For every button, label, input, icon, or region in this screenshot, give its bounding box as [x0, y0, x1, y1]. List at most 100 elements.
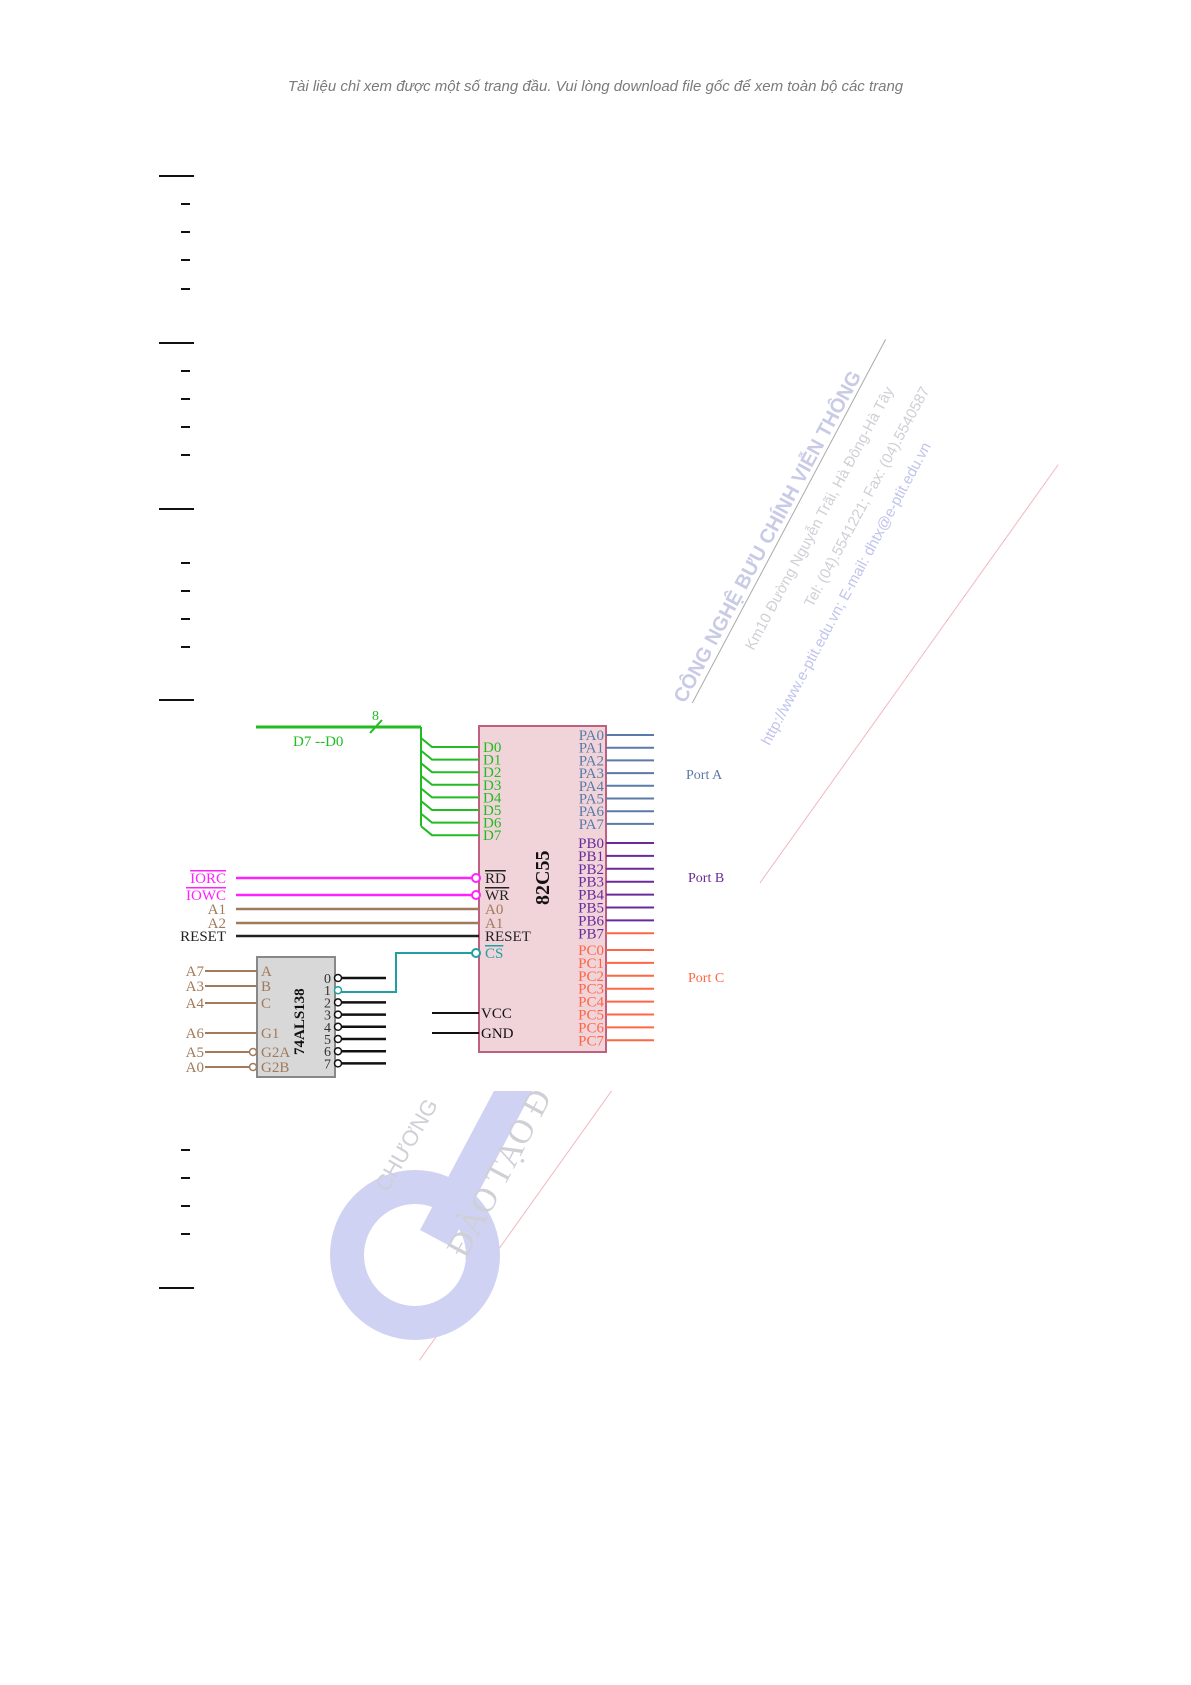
control-pin-label: A0 — [485, 902, 503, 918]
port-c-pin-label: PC2 — [578, 969, 604, 985]
port-a-pin-label: PA7 — [579, 817, 605, 833]
output-bubble — [333, 973, 343, 983]
port-b-pin-label: PB6 — [578, 913, 604, 929]
output-bubble — [333, 998, 343, 1007]
control-signal-label: A2 — [208, 916, 226, 932]
port-b-pin-label: PB3 — [578, 875, 604, 891]
chip-82c55-body — [478, 725, 607, 1053]
decoder-input-pin: G1 — [261, 1026, 279, 1042]
output-bubble — [333, 1010, 343, 1019]
port-b-pin-label: PB1 — [578, 849, 604, 865]
control-signal-label: A1 — [208, 902, 226, 918]
port-c-pin-label: PC1 — [578, 956, 604, 972]
output-bubble — [333, 1059, 343, 1068]
port-c-pin-label: PC6 — [578, 1020, 604, 1036]
inverter-bubble — [471, 873, 481, 883]
data-line — [420, 775, 479, 786]
decoder-output-label: 6 — [324, 1045, 331, 1060]
decoder-input-pin: C — [261, 996, 271, 1012]
list-dash — [181, 426, 190, 428]
control-pin-label: A1 — [485, 916, 503, 932]
section-dash — [159, 342, 194, 344]
data-line — [420, 749, 479, 761]
decoder-input-signal: A0 — [186, 1060, 204, 1076]
inverter-bubble — [248, 1047, 258, 1057]
cs-inverter-bubble — [471, 948, 481, 958]
data-pin-label: D1 — [483, 753, 501, 769]
gnd-pin-label: GND — [481, 1026, 514, 1042]
bus-label: D7 --D0 — [293, 734, 343, 750]
list-dash — [181, 590, 190, 592]
section-dash — [159, 1287, 194, 1289]
inverter-bubble — [248, 1062, 258, 1072]
list-dash — [181, 398, 190, 400]
chip-name: 82C55 — [532, 851, 554, 905]
data-line — [420, 812, 479, 824]
decoder-input-pin: G2A — [261, 1045, 290, 1061]
list-dash — [181, 618, 190, 620]
port-b-pin-label: PB2 — [578, 862, 604, 878]
port-c-pin-label: PC4 — [578, 995, 604, 1011]
control-signal-label: IOWC — [186, 888, 226, 904]
data-line — [420, 825, 479, 837]
port-c-pin-label: PC7 — [578, 1033, 604, 1049]
output-bubble — [333, 1034, 343, 1044]
vcc-pin-label: VCC — [481, 1006, 512, 1022]
list-dash — [181, 370, 190, 372]
control-pin-label: WR — [485, 888, 509, 904]
decoder-name: 74ALS138 — [292, 988, 308, 1055]
list-dash — [181, 288, 190, 290]
port-a-pin-label: PA0 — [579, 728, 604, 744]
control-pin-label: RD — [485, 871, 506, 887]
circuit-diagram: D7 --D0 8 82C55 Port A Port B Port C CS … — [160, 703, 760, 1091]
decoder-output-label: 5 — [324, 1033, 331, 1048]
decoder-output-label: 1 — [324, 984, 331, 999]
port-b-label: Port B — [688, 871, 724, 886]
decoder-input-pin: B — [261, 979, 271, 995]
inverter-bubble — [471, 890, 481, 900]
port-b-pin-label: PB7 — [578, 926, 604, 942]
port-b-pin-label: PB4 — [578, 888, 604, 904]
list-dash — [181, 259, 190, 261]
bus-width-slash — [369, 719, 383, 734]
data-pin-label: D3 — [483, 778, 501, 794]
section-dash — [159, 508, 194, 510]
port-b-pin-label: PB0 — [578, 836, 604, 852]
chip-select-line — [341, 952, 473, 993]
decoder-input-signal: A6 — [186, 1026, 205, 1042]
control-pin-label: RESET — [485, 929, 531, 945]
list-dash — [181, 1177, 190, 1179]
decoder-output-label: 0 — [324, 972, 331, 987]
data-line — [420, 800, 479, 811]
bus-width-label: 8 — [372, 709, 379, 724]
decoder-input-signal: A7 — [186, 964, 205, 980]
data-pin-label: D2 — [483, 765, 501, 781]
decoder-74als138-body — [256, 956, 336, 1078]
port-c-pin-label: PC5 — [578, 1008, 604, 1024]
data-line — [420, 787, 479, 799]
port-a-pin-label: PA4 — [579, 779, 605, 795]
circuit-svg: D7 --D0 8 82C55 Port A Port B Port C CS … — [180, 709, 724, 1078]
decoder-output-label: 3 — [324, 1009, 331, 1024]
list-dash — [181, 646, 190, 648]
output-bubble — [333, 985, 343, 995]
list-dash — [181, 454, 190, 456]
port-a-label: Port A — [686, 768, 723, 783]
list-dash — [181, 1149, 190, 1151]
port-c-label: Port C — [688, 971, 724, 986]
port-c-pin-label: PC0 — [578, 943, 604, 959]
output-bubble — [333, 1046, 343, 1056]
data-pin-label: D4 — [483, 790, 502, 806]
data-pin-label: D5 — [483, 803, 501, 819]
decoder-input-signal: A3 — [186, 979, 204, 995]
preview-notice: Tài liệu chỉ xem được một số trang đầu. … — [287, 78, 904, 95]
port-a-pin-label: PA6 — [579, 804, 605, 820]
data-line — [420, 762, 479, 774]
data-pin-label: D0 — [483, 740, 501, 756]
control-signal-label: IORC — [190, 871, 226, 887]
list-dash — [181, 203, 190, 205]
decoder-output-label: 7 — [324, 1057, 331, 1072]
data-pin-label: D6 — [483, 816, 502, 832]
list-dash — [181, 1205, 190, 1207]
